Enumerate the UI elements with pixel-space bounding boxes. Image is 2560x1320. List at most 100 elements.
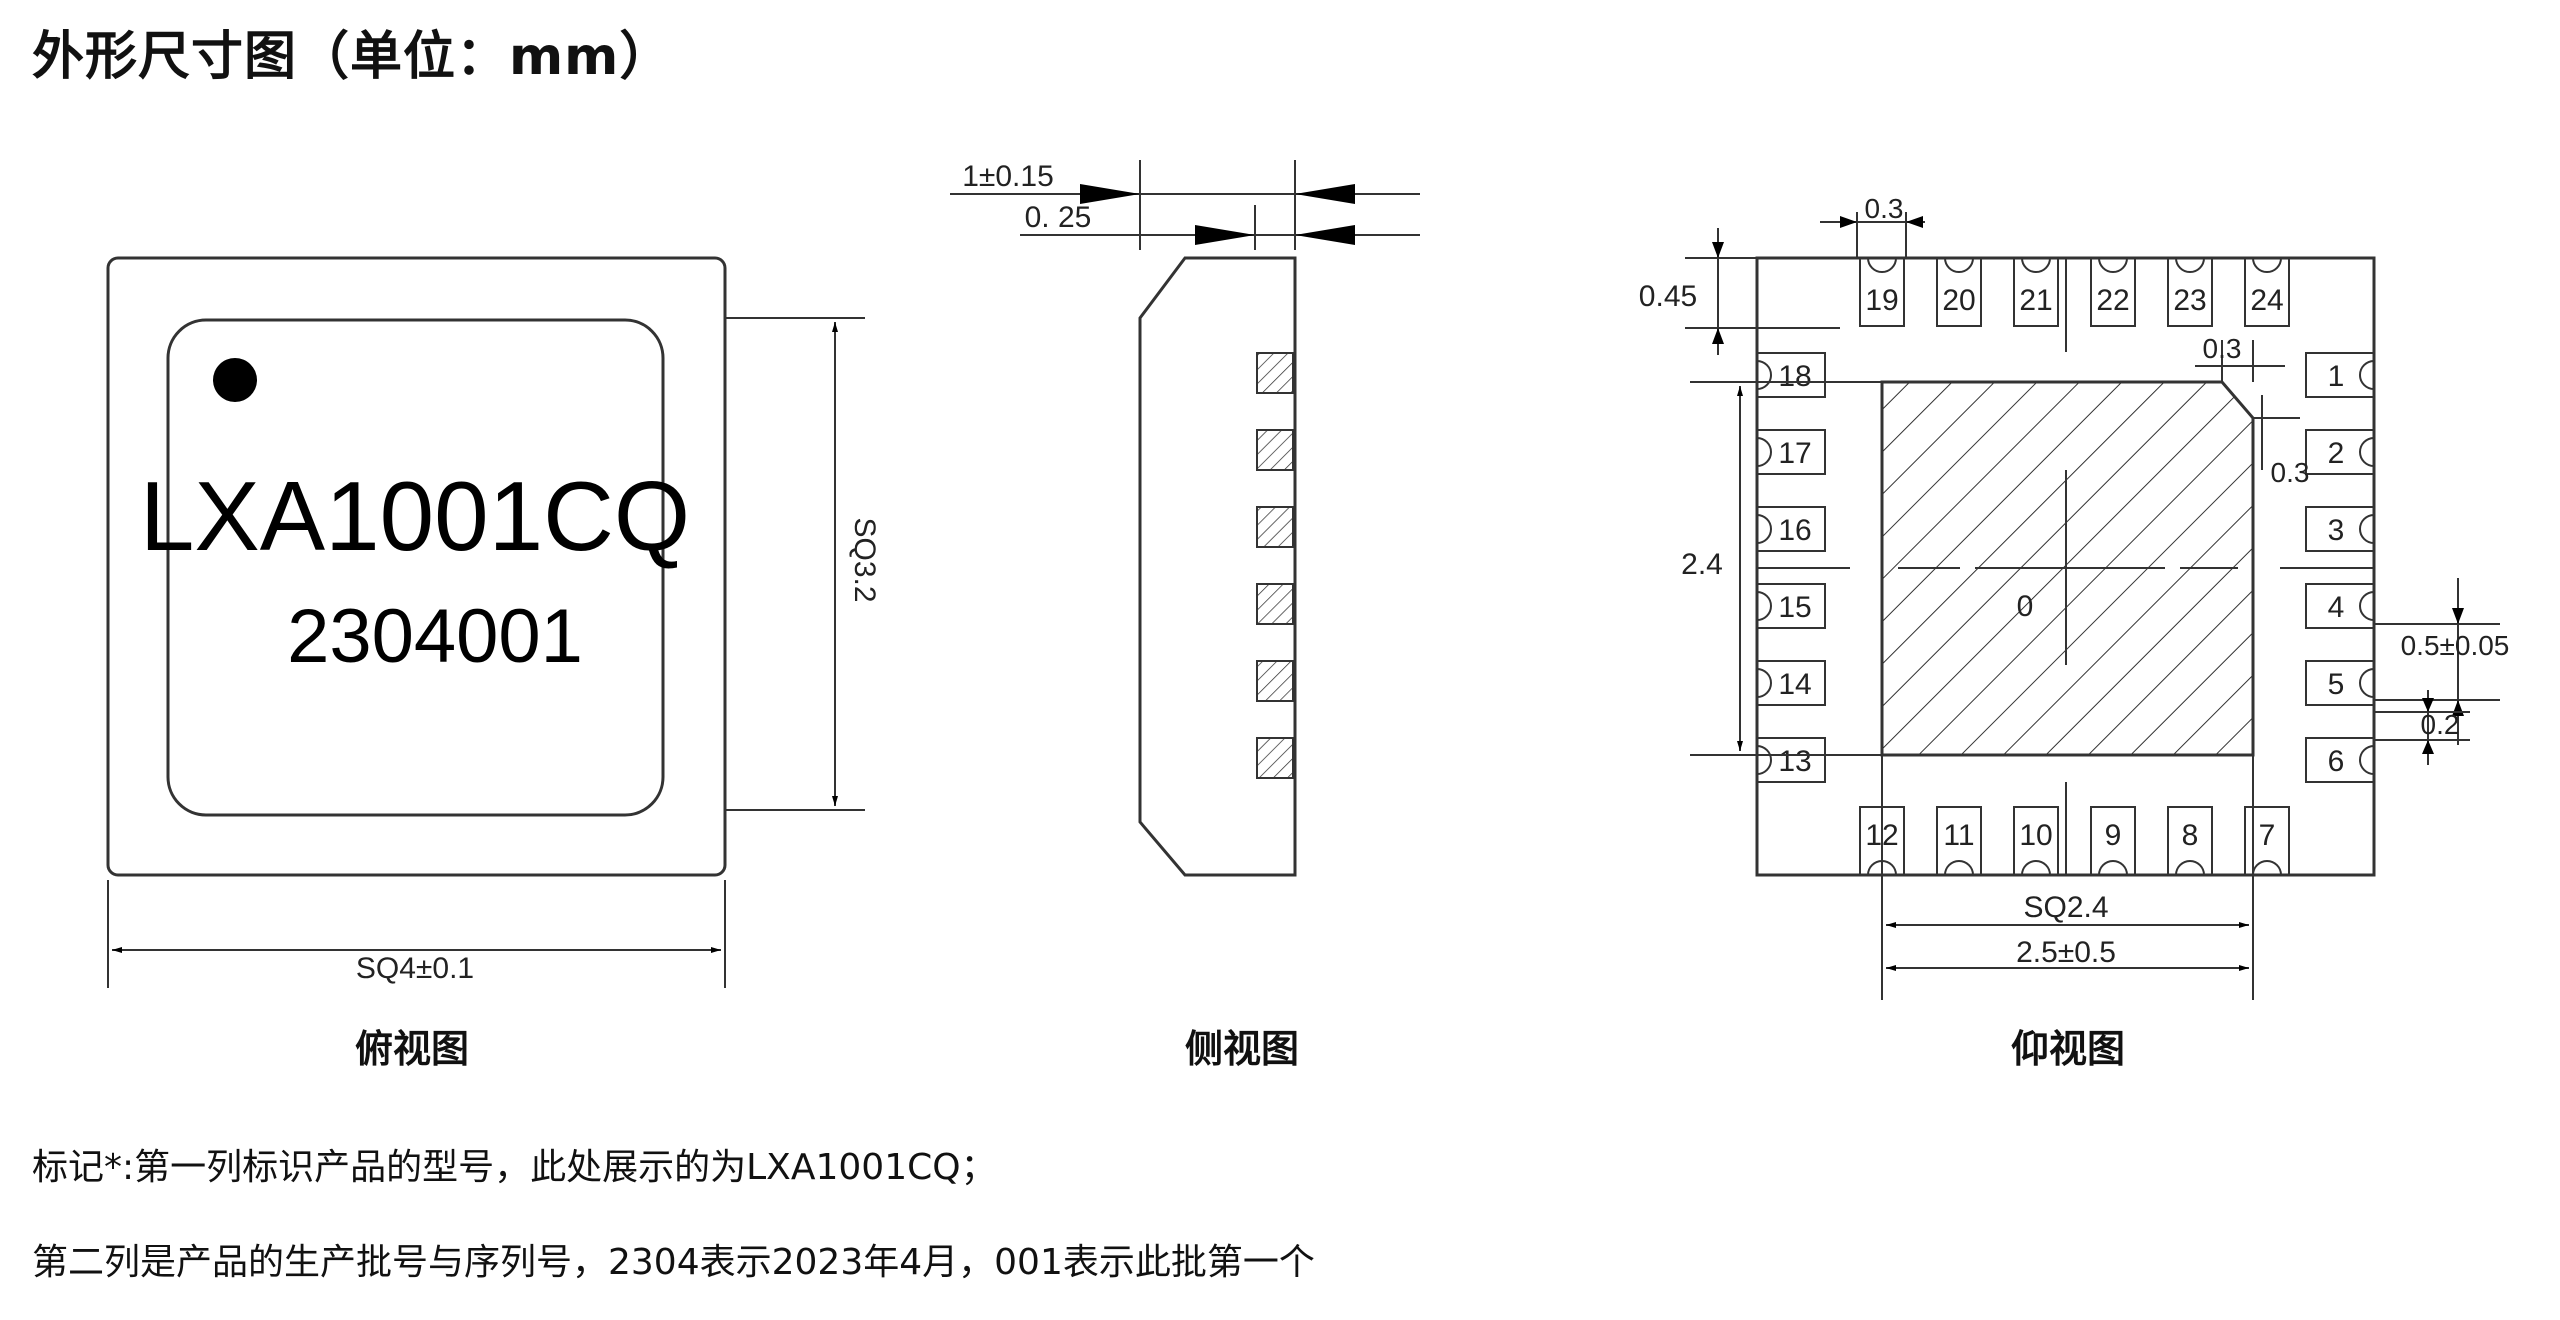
pin-number: 16 <box>1778 514 1811 547</box>
pin-pad <box>2244 257 2290 327</box>
marking-line2: 2304001 <box>287 594 583 679</box>
pin-pad <box>2244 806 2290 876</box>
pin-notch-icon <box>2359 514 2375 544</box>
side-view-caption: 侧视图 <box>1184 1027 1300 1071</box>
side-lead <box>1256 506 1294 548</box>
pin-pad <box>2013 257 2059 327</box>
dim-top-height: SQ3.2 <box>848 517 881 602</box>
pin-notch-icon <box>1756 437 1772 467</box>
pin-notch-icon <box>2021 860 2051 876</box>
dim-side-thickness: 1±0.15 <box>962 160 1054 193</box>
pin-number: 14 <box>1778 668 1811 701</box>
pin-notch-icon <box>1944 257 1974 273</box>
pin-number: 17 <box>1778 437 1811 470</box>
side-lead <box>1256 583 1294 625</box>
pin-number: 21 <box>2019 284 2052 317</box>
pin-number: 18 <box>1778 360 1811 393</box>
pin-pad <box>2305 352 2375 398</box>
dim-chamfer-y: 0.3 <box>2271 457 2310 488</box>
pin-pad <box>1936 257 1982 327</box>
dim-pad-sq: SQ2.4 <box>2023 891 2108 924</box>
pin-notch-icon <box>2252 257 2282 273</box>
pin-notch-icon <box>1944 860 1974 876</box>
page-title: 外形尺寸图（单位：mm） <box>32 27 673 87</box>
dim-pitch: 0.5±0.05 <box>2401 630 2510 661</box>
pin-notch-icon <box>1867 257 1897 273</box>
pin-notch-icon <box>1756 668 1772 698</box>
side-lead <box>1256 429 1294 471</box>
pin-number: 11 <box>1943 819 1974 852</box>
pin-pad <box>1756 429 1826 475</box>
pin-notch-icon <box>1756 360 1772 390</box>
dim-pin-length: 0.45 <box>1639 280 1697 313</box>
dim-gap: 0.2 <box>2421 709 2460 740</box>
pin-number: 24 <box>2250 284 2283 317</box>
pin-pad <box>1756 352 1826 398</box>
note-line-1: 标记*:第一列标识产品的型号，此处展示的为LXA1001CQ； <box>32 1147 997 1188</box>
pin-pad <box>1756 660 1826 706</box>
pin-notch-icon <box>2175 257 2205 273</box>
top-view: LXA1001CQ 2304001 SQ3.2 SQ4±0.1 <box>106 256 881 988</box>
pin-pad <box>2090 806 2136 876</box>
pin-notch-icon <box>2098 860 2128 876</box>
pin-pad <box>2013 806 2059 876</box>
pin-notch-icon <box>2175 860 2205 876</box>
pin-pad <box>2305 506 2375 552</box>
pin-number: 13 <box>1778 745 1811 778</box>
marking-line1: LXA1001CQ <box>140 461 690 571</box>
pin-number: 2 <box>2328 437 2345 470</box>
side-view: 1±0.15 0. 25 <box>950 160 1420 877</box>
bottom-view-caption: 仰视图 <box>2010 1027 2126 1071</box>
pin-pad <box>1756 506 1826 552</box>
pin-pad <box>2305 429 2375 475</box>
pad-label: 0 <box>2017 590 2034 623</box>
pin-pad <box>2167 806 2213 876</box>
dim-pin-width: 0.3 <box>1865 193 1904 224</box>
pin-pad <box>2305 660 2375 706</box>
dim-pad-height: 2.4 <box>1681 548 1723 581</box>
side-view-leads <box>1256 352 1294 779</box>
pin-number: 15 <box>1778 591 1811 624</box>
pin-number: 22 <box>2096 284 2129 317</box>
top-view-body <box>106 256 727 877</box>
pin-pad <box>1859 257 1905 327</box>
pin-number: 10 <box>2019 819 2052 852</box>
note-line-2: 第二列是产品的生产批号与序列号，2304表示2023年4月，001表示此批第一个 <box>32 1242 1315 1283</box>
pin-number: 1 <box>2328 360 2345 393</box>
pin-pad <box>2090 257 2136 327</box>
side-lead <box>1256 660 1294 702</box>
dim-chamfer-x: 0.3 <box>2203 333 2242 364</box>
pin-notch-icon <box>2359 668 2375 698</box>
pin-pad <box>1756 737 1826 783</box>
pin-pad <box>2167 257 2213 327</box>
pin-notch-icon <box>2359 745 2375 775</box>
pin-pad <box>2305 737 2375 783</box>
pin-number: 6 <box>2328 745 2345 778</box>
pin-pad <box>2305 583 2375 629</box>
pin-number: 7 <box>2259 819 2276 852</box>
dim-top-width: SQ4±0.1 <box>356 952 474 985</box>
side-view-body <box>1138 256 1297 877</box>
pin-notch-icon <box>2252 860 2282 876</box>
pin-number: 5 <box>2328 668 2345 701</box>
pin-number: 8 <box>2182 819 2199 852</box>
pin-number: 23 <box>2173 284 2206 317</box>
pin-pad <box>1936 806 1982 876</box>
side-lead <box>1256 352 1294 394</box>
pin-notch-icon <box>2098 257 2128 273</box>
pin-notch-icon <box>1756 745 1772 775</box>
side-lead <box>1256 737 1294 779</box>
pin-notch-icon <box>1756 591 1772 621</box>
pin1-dot-icon <box>213 358 257 402</box>
pin-number: 9 <box>2105 819 2122 852</box>
pin-number: 4 <box>2328 591 2345 624</box>
pin-number: 19 <box>1865 284 1898 317</box>
pin-pad <box>1756 583 1826 629</box>
pin-notch-icon <box>2359 360 2375 390</box>
pin-notch-icon <box>2359 437 2375 467</box>
pin-number: 3 <box>2328 514 2345 547</box>
pin-notch-icon <box>1756 514 1772 544</box>
